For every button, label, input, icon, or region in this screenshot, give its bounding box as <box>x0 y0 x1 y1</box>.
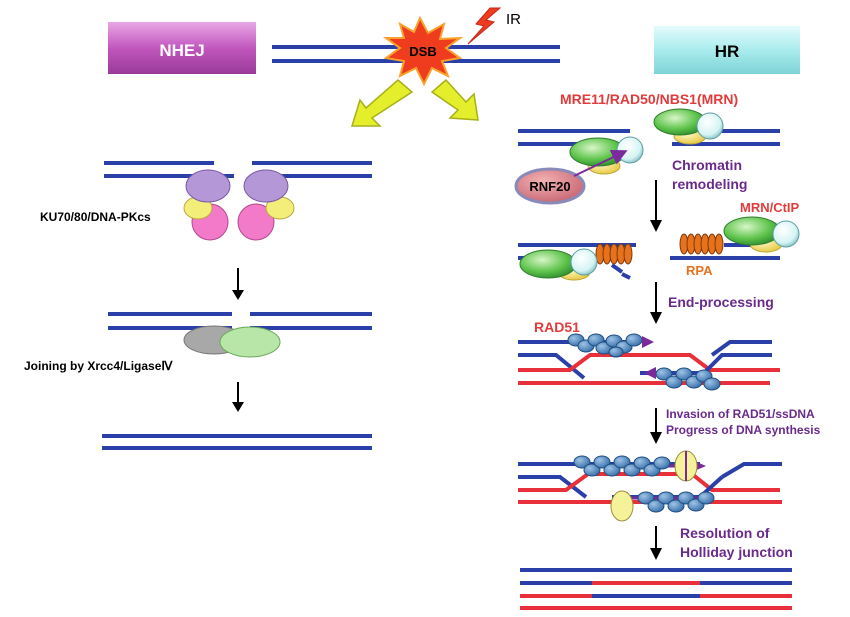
rad51-filament-hj-bottom <box>637 491 715 513</box>
xrcc4-ligase-complex <box>183 325 281 358</box>
hr-dna-3 <box>518 340 780 385</box>
nhej-box: NHEJ <box>108 22 256 74</box>
top-dna <box>272 45 560 63</box>
hr-dna-final <box>520 568 792 610</box>
rad51-arrowhead-top <box>642 336 654 348</box>
invasion-label-2: Progress of DNA synthesis <box>666 423 821 437</box>
mrn-complex-top <box>653 108 724 145</box>
chromatin-label-1: Chromatin <box>672 157 742 173</box>
ir-label: IR <box>506 11 521 28</box>
lightning-icon <box>467 7 502 45</box>
end-processing-label: End-processing <box>668 294 774 310</box>
nhej-arrow-1 <box>232 268 244 300</box>
rpa-coils-right <box>679 233 724 255</box>
hr-arrow-2 <box>650 282 662 324</box>
rnf20-label: RNF20 <box>529 179 570 194</box>
rpa-coils-left <box>595 243 633 265</box>
dsb-burst: DSB <box>382 15 464 87</box>
ku-complex-left <box>183 169 231 241</box>
hr-label: HR <box>715 42 740 61</box>
rpa-label: RPA <box>686 263 713 278</box>
yellow-arrow-right <box>430 78 479 121</box>
mrn-ctip-complex-left <box>519 248 598 281</box>
polymerase-top <box>674 450 698 482</box>
joining-label: Joining by Xrcc4/LigaseⅣ <box>24 359 173 373</box>
resolution-label-1: Resolution of <box>680 525 770 541</box>
hr-arrow-3 <box>650 408 662 444</box>
nhej-dna-final <box>102 434 372 450</box>
rnf20-arrow <box>573 149 628 177</box>
nhej-arrow-2 <box>232 382 244 412</box>
hr-box: HR <box>654 26 800 74</box>
resolution-label-2: Holliday junction <box>680 544 793 560</box>
chromatin-label-2: remodeling <box>672 176 747 192</box>
rad51-label: RAD51 <box>534 319 580 335</box>
invasion-label-1: Invasion of RAD51/ssDNA <box>666 407 815 421</box>
nhej-dna-2 <box>108 312 372 330</box>
rad51-filament-bottom <box>655 367 721 391</box>
rad51-filament-hj-top <box>573 455 671 477</box>
mrn-label: MRE11/RAD50/NBS1(MRN) <box>560 91 738 107</box>
nhej-label: NHEJ <box>159 41 204 60</box>
ku-label: KU70/80/DNA-PKcs <box>40 210 151 224</box>
mrn-ctip-label: MRN/CtIP <box>740 200 800 215</box>
hr-arrow-1 <box>650 180 662 232</box>
nhej-dna-1 <box>104 161 372 178</box>
rnf20-node: RNF20 <box>514 167 586 205</box>
dsb-label: DSB <box>409 44 436 59</box>
hr-arrow-4 <box>650 526 662 560</box>
polymerase-bottom <box>610 490 634 522</box>
yellow-arrow-left <box>350 79 414 127</box>
mrn-ctip-complex-right <box>723 216 800 253</box>
rad51-filament-top <box>567 333 643 358</box>
rad51-arrowhead-bottom <box>644 367 656 379</box>
ku-complex-right <box>237 169 295 241</box>
hr-dna-1 <box>518 129 780 146</box>
mrn-complex-bound <box>569 136 644 175</box>
